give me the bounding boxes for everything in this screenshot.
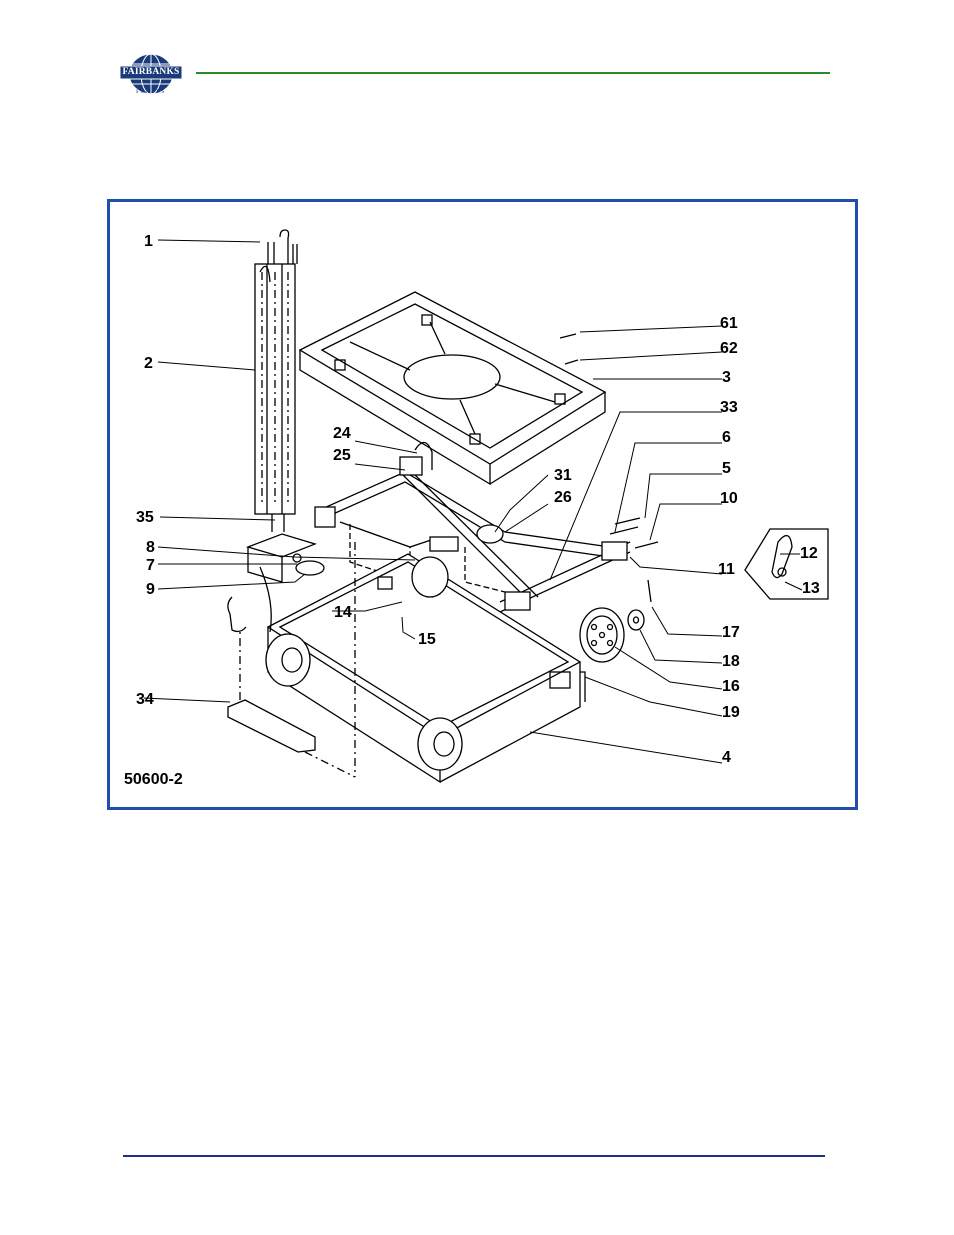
callout-34: 34 bbox=[136, 691, 154, 708]
callout-1: 1 bbox=[144, 233, 153, 250]
logo-wordmark: FAIRBANKS bbox=[122, 67, 180, 77]
callout-6: 6 bbox=[722, 429, 731, 446]
callout-19: 19 bbox=[722, 704, 740, 721]
handle bbox=[227, 542, 356, 778]
callout-18: 18 bbox=[722, 653, 740, 670]
callout-10: 10 bbox=[720, 490, 738, 507]
column-assembly bbox=[254, 229, 298, 532]
figure-id: 50600-2 bbox=[124, 771, 183, 788]
callout-5: 5 bbox=[722, 460, 731, 477]
wheels bbox=[265, 556, 645, 771]
callout-26: 26 bbox=[554, 489, 572, 506]
platter bbox=[298, 291, 607, 486]
callout-62: 62 bbox=[720, 340, 738, 357]
callout-35: 35 bbox=[136, 509, 154, 526]
callout-16: 16 bbox=[722, 678, 740, 695]
callout-3: 3 bbox=[722, 369, 731, 386]
callout-9: 9 bbox=[146, 581, 155, 598]
callout-24: 24 bbox=[333, 425, 351, 442]
snap-hook-box bbox=[744, 528, 829, 600]
callout-7: 7 bbox=[146, 557, 155, 574]
callout-4: 4 bbox=[722, 749, 731, 766]
callout-15: 15 bbox=[418, 631, 436, 648]
callout-61: 61 bbox=[720, 315, 738, 332]
callout-12: 12 bbox=[800, 545, 818, 562]
leader-lines bbox=[143, 239, 803, 764]
callout-31: 31 bbox=[554, 467, 572, 484]
diagram-frame bbox=[107, 199, 858, 810]
callout-25: 25 bbox=[333, 447, 351, 464]
fairbanks-logo: FAIRBANKS SCALES bbox=[120, 52, 182, 100]
callout-17: 17 bbox=[722, 624, 740, 641]
callout-33: 33 bbox=[720, 399, 738, 416]
callout-14: 14 bbox=[334, 604, 352, 621]
lever-frame bbox=[314, 441, 631, 613]
indicator-mount bbox=[227, 533, 325, 633]
logo-subword: SCALES bbox=[135, 90, 167, 95]
hardware-pins bbox=[559, 333, 659, 603]
callout-labels: 1 2 35 8 7 9 34 24 25 31 26 14 15 61 62 … bbox=[124, 233, 820, 788]
exploded-parts-diagram: 1 2 35 8 7 9 34 24 25 31 26 14 15 61 62 … bbox=[124, 229, 829, 788]
globe-logo-icon bbox=[120, 53, 182, 95]
header-rule bbox=[196, 72, 830, 74]
callout-13: 13 bbox=[802, 580, 820, 597]
callout-2: 2 bbox=[144, 355, 153, 372]
callout-8: 8 bbox=[146, 539, 155, 556]
callout-11: 11 bbox=[718, 561, 735, 578]
diagram-drawing bbox=[143, 229, 829, 784]
footer-rule bbox=[123, 1155, 825, 1157]
